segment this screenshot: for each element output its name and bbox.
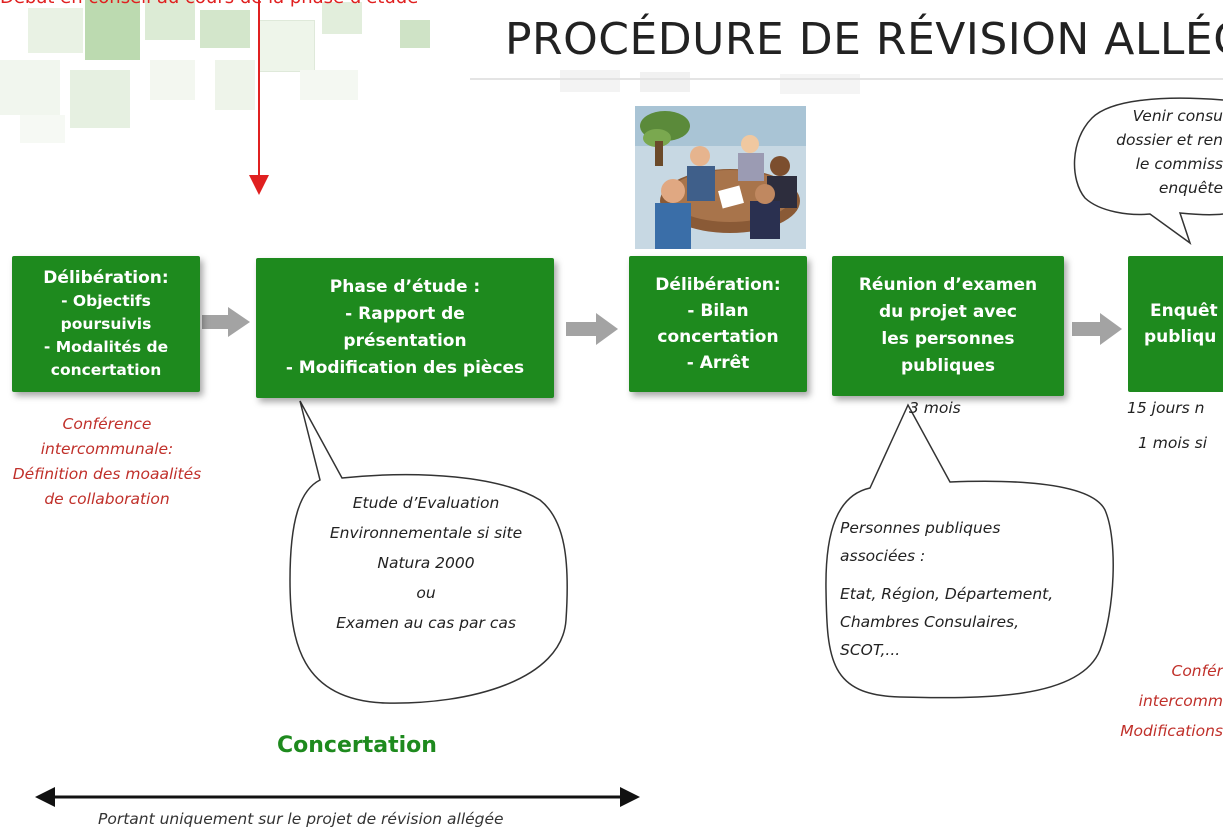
flow-arrow-2: [566, 313, 618, 345]
box-deliberation-objectifs: Délibération: - Objectifs poursuivis - M…: [12, 256, 200, 392]
title-underline: [470, 78, 1223, 80]
bubble-line: enquête: [1158, 179, 1223, 197]
bubble-text-etude: Etude d’Evaluation Environnementale si s…: [300, 488, 552, 638]
box-line: Délibération:: [655, 275, 781, 295]
speech-bubble-etude: [289, 400, 568, 704]
box-deliberation-arret: Délibération: - Bilan concertation - Arr…: [629, 256, 807, 392]
page-title: PROCÉDURE DE RÉVISION ALLÉG: [505, 14, 1223, 65]
bubble-line: SCOT,...: [840, 641, 901, 659]
flow-arrow-3: [1072, 313, 1122, 345]
box-line: du projet avec: [879, 302, 1017, 322]
box-line: publiqu: [1144, 327, 1217, 347]
box-line: - Rapport de: [345, 304, 465, 324]
duration-15-jours: 15 jours n: [1127, 399, 1205, 417]
bubble-line: Etat, Région, Département,: [840, 585, 1054, 603]
bubble-line: Examen au cas par cas: [336, 614, 516, 632]
note-conference-intercommunale: Conférence intercommunale: Définition de…: [0, 412, 214, 512]
box-line: - Modalités de: [43, 337, 169, 356]
bubble-line: ou: [416, 584, 436, 602]
note-conference-intercommunale-right: Confér intercomm Modifications: [1092, 656, 1223, 746]
note-line: intercommunale:: [40, 440, 174, 458]
note-line: Définition des moaalités: [12, 465, 202, 483]
box-line: - Arrêt: [686, 353, 750, 373]
bubble-text-personnes: Personnes publiques associées : Etat, Ré…: [840, 514, 1102, 664]
box-line: Enquêt: [1150, 301, 1218, 321]
box-line: concertation: [657, 327, 779, 347]
bubble-text-commissaire: Venir consu dossier et ren le commiss en…: [1085, 104, 1223, 200]
box-line: publiques: [900, 356, 995, 376]
box-line: présentation: [343, 331, 467, 351]
concertation-note: Portant uniquement sur le projet de révi…: [98, 810, 504, 828]
speech-bubble-commissaire: [1073, 97, 1223, 245]
bubble-line: Venir consu: [1132, 107, 1223, 125]
speech-bubble-personnes: [825, 403, 1114, 699]
box-line: concertation: [50, 360, 162, 379]
box-line: - Objectifs: [61, 291, 151, 310]
box-line: Délibération:: [43, 267, 169, 288]
bubble-line: Etude d’Evaluation: [352, 494, 500, 512]
top-note: Débat en conseil au cours de la phase d'…: [0, 0, 418, 8]
box-line: Réunion d’examen: [858, 275, 1038, 295]
box-reunion-examen: Réunion d’examen du projet avec les pers…: [832, 256, 1064, 396]
note-line: de collaboration: [44, 490, 170, 508]
note-line: intercomm: [1138, 692, 1223, 710]
box-line: Phase d’étude :: [329, 277, 481, 297]
box-enquete-publique: Enquêt publiqu: [1128, 256, 1223, 392]
bubble-line: le commiss: [1135, 155, 1223, 173]
bubble-line: Natura 2000: [377, 554, 475, 572]
box-line: les personnes: [881, 329, 1015, 349]
duration-1-mois: 1 mois si: [1138, 434, 1208, 452]
box-phase-etude: Phase d’étude : - Rapport de présentatio…: [256, 258, 554, 398]
bubble-line: dossier et ren: [1116, 131, 1223, 149]
note-line: Conférence: [62, 415, 152, 433]
box-line: poursuivis: [60, 314, 152, 333]
concertation-double-arrow: [35, 787, 640, 807]
bubble-line: Personnes publiques: [840, 519, 1001, 537]
meeting-illustration: [635, 106, 806, 249]
bubble-line: associées :: [840, 547, 926, 565]
box-line: - Bilan: [687, 301, 749, 321]
bubble-line: Chambres Consulaires,: [840, 613, 1020, 631]
box-line: - Modification des pièces: [285, 358, 525, 378]
bubble-line: Environnementale si site: [329, 524, 523, 542]
note-line: Confér: [1171, 662, 1223, 680]
concertation-title: Concertation: [277, 733, 437, 758]
flow-arrow-1: [202, 307, 250, 337]
duration-3-mois: 3 mois: [909, 399, 961, 417]
note-line: Modifications: [1120, 722, 1223, 740]
